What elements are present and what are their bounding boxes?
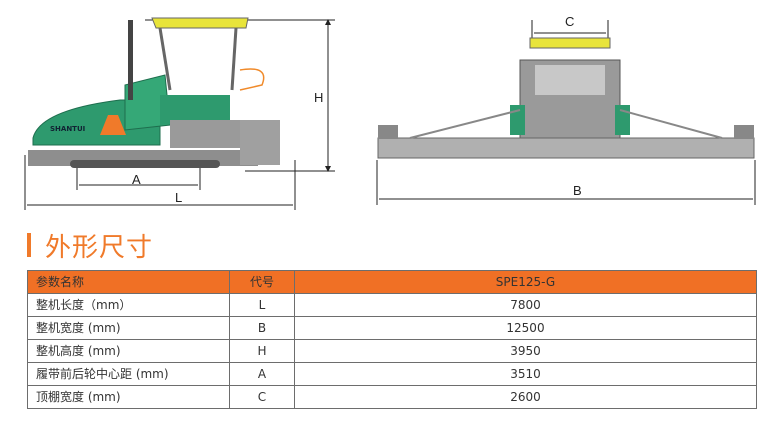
title-accent-bar bbox=[27, 233, 31, 257]
row-name: 整机长度（mm） bbox=[27, 293, 230, 317]
row-name: 整机高度 (mm) bbox=[27, 339, 230, 363]
row-value: 3950 bbox=[294, 339, 757, 363]
row-value: 7800 bbox=[294, 293, 757, 317]
row-name: 顶棚宽度 (mm) bbox=[27, 385, 230, 409]
label-h: H bbox=[314, 90, 324, 105]
row-code: H bbox=[229, 339, 295, 363]
section-title-text: 外形尺寸 bbox=[45, 232, 154, 263]
label-a: A bbox=[132, 172, 141, 187]
label-l: L bbox=[175, 190, 183, 205]
row-value: 12500 bbox=[294, 316, 757, 340]
row-name: 整机宽度 (mm) bbox=[27, 316, 230, 340]
side-view-diagram: SHANTUI bbox=[24, 17, 335, 210]
row-code: L bbox=[229, 293, 295, 317]
row-code: A bbox=[229, 362, 295, 386]
row-name: 履带前后轮中心距 (mm) bbox=[27, 362, 230, 386]
row-value: 2600 bbox=[294, 385, 757, 409]
table-header: 参数名称 代号 SPE125-G bbox=[27, 270, 757, 294]
row-code: C bbox=[229, 385, 295, 409]
header-code: 代号 bbox=[229, 270, 295, 294]
section-title: 外形尺寸 bbox=[27, 230, 153, 263]
rear-view-diagram bbox=[376, 20, 756, 205]
row-value: 3510 bbox=[294, 362, 757, 386]
label-b: B bbox=[573, 183, 582, 198]
header-param-name: 参数名称 bbox=[27, 270, 230, 294]
header-model: SPE125-G bbox=[294, 270, 757, 294]
brand-text: SHANTUI bbox=[50, 125, 85, 133]
label-c: C bbox=[565, 14, 575, 29]
row-code: B bbox=[229, 316, 295, 340]
